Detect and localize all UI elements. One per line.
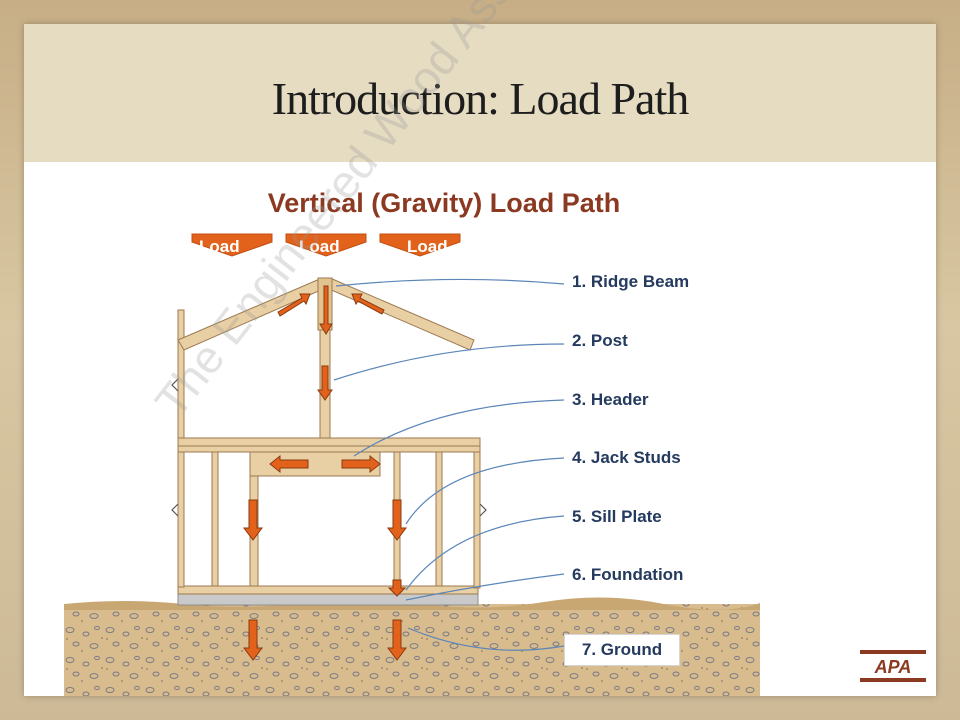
slide: Introduction: Load Path Vertical (Gravit… <box>24 0 936 696</box>
leader-sill-plate <box>405 515 565 591</box>
load-arrow-2: Load <box>285 233 367 257</box>
label-sill-plate: 5. Sill Plate <box>572 507 662 526</box>
header-arrow-right <box>341 454 381 474</box>
down-arrow-sill <box>387 579 407 597</box>
load-label: Load <box>199 237 240 256</box>
rafter-arrow-right <box>351 293 385 315</box>
label-header: 3. Header <box>572 390 649 409</box>
label-ridge-beam: 1. Ridge Beam <box>572 272 690 291</box>
label-foundation: 6. Foundation <box>572 565 684 584</box>
sill-plate <box>177 585 479 595</box>
load-label: Load <box>407 237 448 256</box>
double-plate <box>177 445 481 453</box>
right-wall <box>473 437 481 589</box>
slide-title: Introduction: Load Path <box>271 73 689 124</box>
load-arrow-3: Load <box>379 233 461 257</box>
down-arrow-ridge <box>319 285 333 335</box>
right-rafter <box>321 277 475 351</box>
apa-logo-text: APA <box>874 657 912 677</box>
leader-header <box>353 399 565 457</box>
leader-jack-studs <box>405 457 565 525</box>
down-arrow-jack-right <box>387 499 407 541</box>
label-ground: 7. Ground <box>564 634 680 666</box>
leader-ridge-beam <box>335 278 565 287</box>
down-arrow-ground-right <box>387 619 407 661</box>
load-arrow-1: Load <box>191 233 273 257</box>
leader-ground <box>407 627 565 651</box>
foundation <box>177 593 479 606</box>
leader-post <box>333 343 565 381</box>
force-arrows <box>243 285 407 661</box>
leader-lines <box>333 278 565 651</box>
break-marks <box>171 378 487 517</box>
label-jack-studs: 4. Jack Studs <box>572 448 681 467</box>
leader-foundation <box>405 573 565 601</box>
stud <box>211 451 219 587</box>
down-arrow-ground-left <box>243 619 263 661</box>
apa-logo: APA <box>860 650 926 682</box>
load-label: Load <box>299 237 340 256</box>
title-band <box>24 24 936 162</box>
header-arrow-left <box>269 454 309 474</box>
diagram-subtitle: Vertical (Gravity) Load Path <box>267 188 621 218</box>
label-post: 2. Post <box>572 331 628 350</box>
rafter-arrow-left <box>277 293 311 317</box>
left-rafter <box>177 277 331 351</box>
down-arrow-jack-left <box>243 499 263 541</box>
top-plate <box>177 437 481 447</box>
load-path-diagram: Load Load Load <box>64 233 760 696</box>
stud <box>435 451 443 587</box>
down-arrow-post <box>317 365 333 401</box>
